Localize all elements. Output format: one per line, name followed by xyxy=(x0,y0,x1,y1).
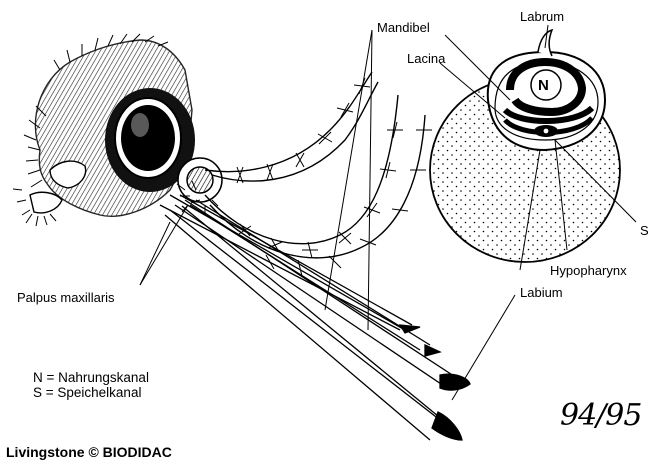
label-n-marker: N xyxy=(538,78,549,93)
label-lacina: Lacina xyxy=(407,52,445,65)
label-mandibel: Mandibel xyxy=(377,21,430,34)
signature: 94/95 xyxy=(560,398,641,433)
pedicel xyxy=(178,158,222,202)
label-hypopharynx: Hypopharynx xyxy=(550,264,627,277)
legend-nahrungskanal: N = Nahrungskanal xyxy=(33,371,149,385)
legend-speichelkanal: S = Speichelkanal xyxy=(33,386,141,400)
label-labium: Labium xyxy=(520,286,563,299)
antennae xyxy=(205,72,432,276)
proboscis xyxy=(160,195,470,440)
label-labrum: Labrum xyxy=(520,10,564,23)
label-s-marker: S xyxy=(640,224,649,237)
credit-text: Livingstone © BIODIDAC xyxy=(6,445,172,459)
label-palpus-maxillaris: Palpus maxillaris xyxy=(17,291,115,304)
cross-section xyxy=(430,30,620,262)
